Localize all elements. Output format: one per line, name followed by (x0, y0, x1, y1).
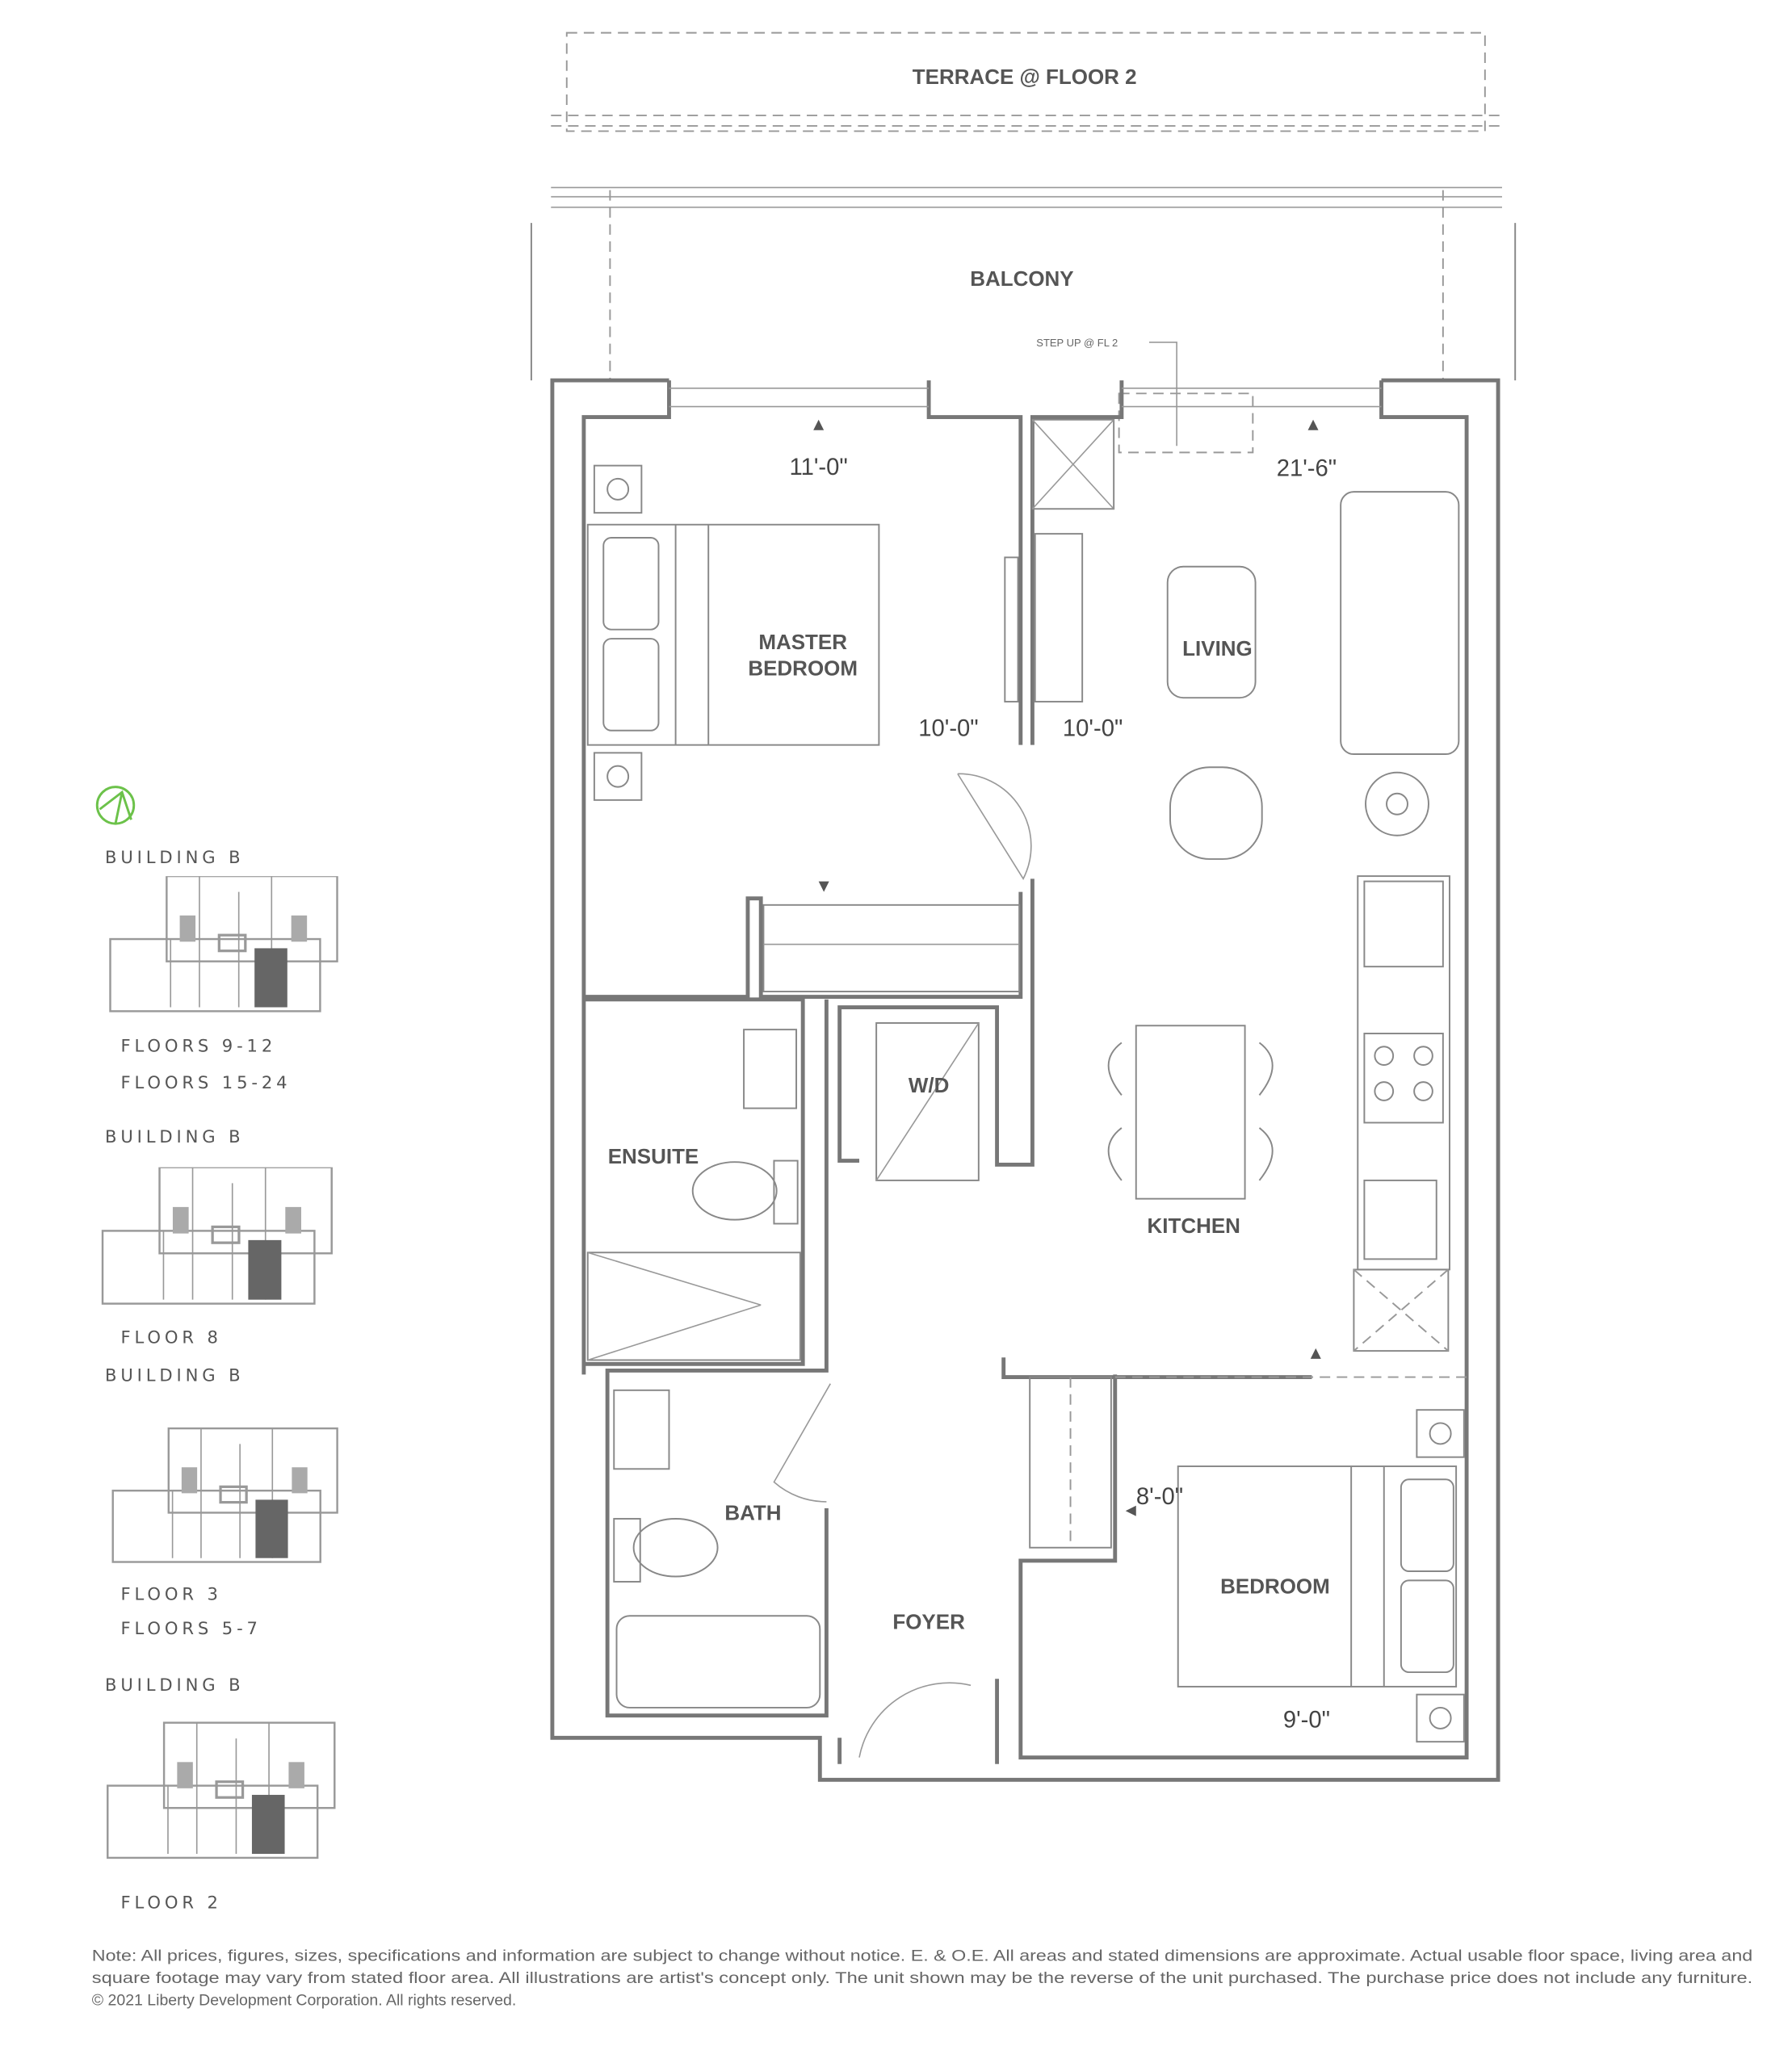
key-plan-floors: FLOOR 2 (121, 1892, 222, 1912)
coffee-table (1166, 565, 1257, 699)
foyer-label: FOYER (892, 1609, 965, 1633)
washer-dryer (875, 1022, 980, 1181)
balcony-label: BALCONY (970, 266, 1073, 291)
bath-label: BATH (724, 1501, 781, 1525)
exterior-walls (550, 378, 1500, 1782)
armchair (1169, 766, 1263, 860)
bedroom-label: BEDROOM (1220, 1574, 1330, 1599)
north-compass-icon (95, 786, 136, 825)
note-line-2: square footage may vary from stated floo… (92, 1969, 1752, 1987)
key-plan-floors: FLOOR 8 (121, 1327, 222, 1347)
note-line-1: Note: All prices, figures, sizes, specif… (92, 1947, 1752, 1964)
note-line-3: © 2021 Liberty Development Corporation. … (92, 1992, 517, 2010)
bedroom-bed (1177, 1465, 1458, 1688)
bathtub (615, 1615, 821, 1709)
key-plan-floors: FLOOR 3 (121, 1584, 222, 1604)
master-bedroom-label-2: BEDROOM (748, 656, 858, 681)
master-bed (586, 523, 880, 746)
master-width-dimension: 11'-0" (790, 455, 848, 480)
ensuite-label: ENSUITE (608, 1144, 699, 1168)
room-labels: MASTER BEDROOM LIVING W/D ENSUITE KITCHE… (608, 630, 1330, 1633)
balcony: BALCONY STEP UP @ FL 2 (530, 187, 1517, 454)
key-plan-3: BUILDING B FLOOR 3 FLOORS 5-7 (105, 1365, 339, 1638)
wd-label: W/D (909, 1073, 949, 1097)
kitchen-label: KITCHEN (1148, 1214, 1240, 1238)
key-plan-floors: FLOORS 5-7 (121, 1618, 262, 1638)
dining-table (1135, 1025, 1246, 1200)
dimensions: 11'-0" 21'-6" 10'-0" 10'-0" 8'-0" 9'-0" (790, 419, 1337, 1733)
key-plan-building: BUILDING B (105, 847, 244, 867)
key-plan-2: BUILDING B FLOOR 8 (101, 1126, 334, 1347)
key-plan-building: BUILDING B (105, 1365, 244, 1385)
bedroom-depth-dimension: 8'-0" (1136, 1484, 1183, 1510)
interior-walls (583, 878, 1467, 1764)
key-plan-1: BUILDING B FLOORS 9-12 FLOORS 15-24 (105, 847, 339, 1092)
terrace: TERRACE @ FLOOR 2 (551, 31, 1502, 132)
living-label: LIVING (1182, 636, 1253, 660)
step-up-label: STEP UP @ FL 2 (1036, 337, 1118, 349)
terrace-label: TERRACE @ FLOOR 2 (913, 65, 1137, 89)
key-plan-4: BUILDING B FLOOR 2 (105, 1675, 337, 1912)
bedroom-width-dimension: 9'-0" (1283, 1707, 1330, 1733)
key-plan-building: BUILDING B (105, 1126, 244, 1147)
living-depth-dimension: 10'-0" (1063, 715, 1123, 741)
master-bedroom-label-1: MASTER (758, 630, 847, 654)
living-width-dimension: 21'-6" (1277, 456, 1337, 482)
key-plan-floors: FLOORS 9-12 (121, 1036, 277, 1056)
disclaimer-note: Note: All prices, figures, sizes, specif… (92, 1947, 1752, 2009)
master-depth-dimension: 10'-0" (918, 715, 978, 741)
shower (586, 1252, 801, 1361)
key-plan-floors: FLOORS 15-24 (121, 1072, 292, 1092)
furniture (586, 418, 1465, 1758)
sofa (1340, 491, 1460, 755)
key-plan-building: BUILDING B (105, 1675, 244, 1695)
